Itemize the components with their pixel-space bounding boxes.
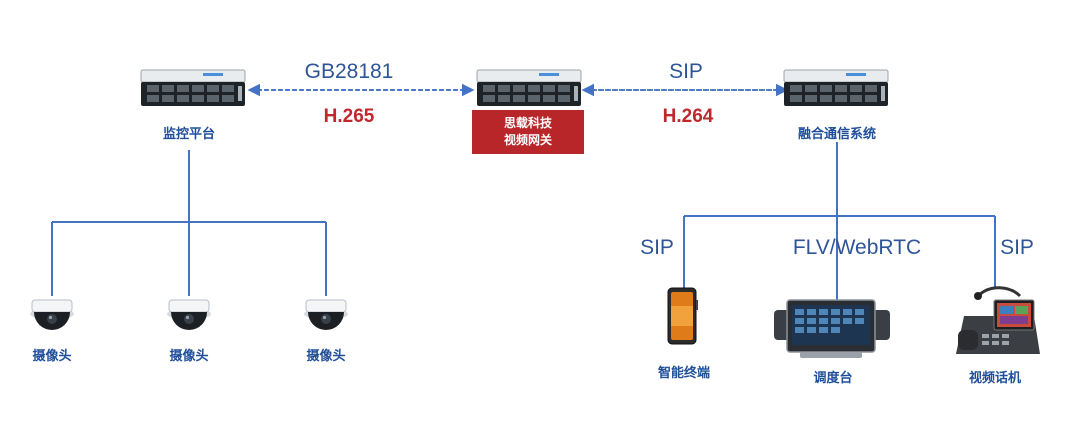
server-icon-fusion-system	[783, 69, 889, 107]
camera-label-3: 摄像头	[306, 349, 346, 364]
camera-icon-3	[303, 299, 349, 331]
dispatch-console-icon	[774, 299, 890, 358]
phone-protocol-label: SIP	[1000, 236, 1034, 259]
camera-tree-lines	[51, 150, 327, 296]
left-protocol-label: GB28181	[304, 60, 394, 83]
gateway-label-line1: 思载科技	[503, 116, 552, 130]
smartphone-icon	[667, 287, 698, 345]
dispatch-console-label: 调度台	[813, 371, 853, 386]
right-codec-label: H.264	[662, 106, 714, 127]
terminal-protocol-label: SIP	[640, 236, 674, 259]
monitor-platform-label: 监控平台	[162, 127, 216, 142]
fusion-system-label: 融合通信系统	[797, 127, 877, 142]
video-phone-icon	[956, 286, 1040, 354]
gateway-label-line2: 视频网关	[503, 133, 552, 147]
terminal-tree-lines	[683, 142, 996, 300]
camera-icon-2	[166, 299, 212, 331]
server-icon-gateway	[476, 69, 582, 107]
camera-icon-1	[29, 299, 75, 331]
connection-lines	[51, 83, 996, 300]
camera-label-1: 摄像头	[32, 349, 72, 364]
console-protocol-label: FLV/WebRTC	[792, 236, 922, 259]
camera-label-2: 摄像头	[169, 349, 209, 364]
server-icon-monitor-platform	[140, 69, 246, 107]
right-protocol-label: SIP	[669, 60, 703, 83]
video-gateway-box: 思载科技 视频网关	[472, 110, 584, 154]
smart-terminal-label: 智能终端	[657, 366, 711, 381]
left-codec-label: H.265	[323, 106, 375, 127]
video-phone-label: 视频话机	[968, 371, 1022, 386]
